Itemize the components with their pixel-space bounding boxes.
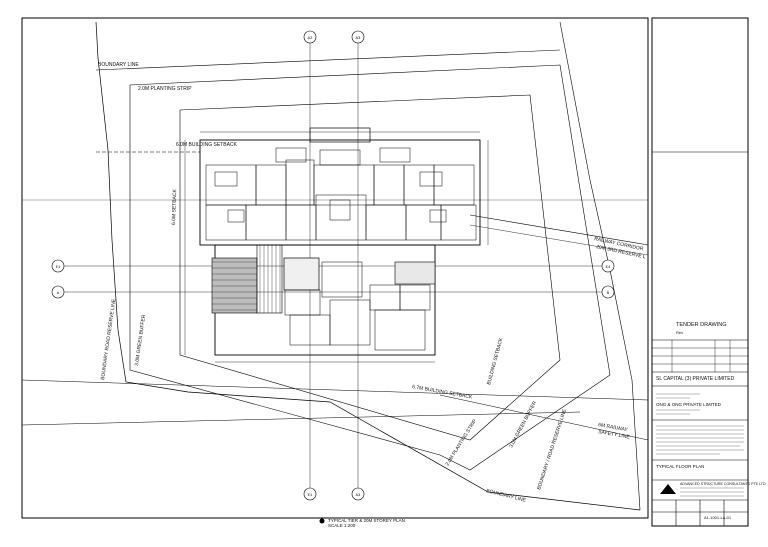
units-upper: [205, 147, 477, 241]
boundary-top: [95, 49, 561, 71]
grid-bubble-right-a-label: E4: [606, 266, 611, 270]
building-top-bay: [309, 127, 371, 143]
lift-lobby: [283, 257, 320, 291]
grid-bubble-left-a: [51, 259, 65, 273]
stair-right: [394, 261, 436, 285]
building-setback: [179, 94, 561, 441]
label-planting-strip-top: 2.0M PLANTING STRIP: [138, 86, 192, 92]
planting-strip: [129, 64, 611, 471]
building-upper-block: [199, 139, 481, 246]
label-railway-safety-2: SAFETY LINE: [598, 429, 631, 441]
grid-bubble-right-b-label: B: [607, 292, 610, 296]
bottom-road-line: [21, 379, 649, 401]
label-building-setback-bottom: 6.7M BUILDING SETBACK: [412, 384, 474, 401]
tb-architect: ONG & ONG PRIVATE LIMITED: [656, 402, 721, 407]
grid-bubble-bottom-a: [303, 487, 317, 501]
units-lower: [284, 261, 431, 351]
tb-drawing-title: TENDER DRAWING: [676, 322, 727, 328]
tb-drawing-name: TYPICAL FLOOR PLAN: [656, 464, 705, 469]
grid-bubble-right-a: [601, 259, 615, 273]
grid-bubble-right-b: [601, 285, 615, 299]
hatched-area: [211, 257, 258, 314]
tb-drawing-no: A1-1001-LA-01: [704, 515, 732, 520]
drawing-frame: [21, 17, 649, 519]
bottom-road-line-2: [21, 411, 581, 426]
label-boundary-road-bottom: BOUNDARY / ROAD RESERVE LINE: [536, 408, 568, 491]
label-building-setback-right: BUILDING SETBACK: [486, 337, 504, 386]
railway-safety-line: [439, 394, 649, 441]
grid-bubble-bottom-b: [351, 487, 365, 501]
grid-bubble-top-b: [351, 30, 365, 44]
grid-bubble-top-b-label: A3: [356, 37, 361, 41]
label-planting-strip-bottom: 2.0M PLANTING STRIP: [445, 418, 479, 467]
tb-client: SL CAPITAL (3) PRIVATE LIMITED: [656, 376, 735, 382]
grid-bubble-left-b-label: A: [57, 292, 60, 296]
label-setback-left: 6.0M SETBACK: [171, 188, 178, 225]
railway-line-1: [469, 214, 649, 246]
grid-bubble-left-b: [51, 285, 65, 299]
drawing-caption-scale: SCALE 1:200: [328, 523, 356, 528]
tb-consultant: ADVANCED STRUCTURE CONSULTANTS PTE LTD: [680, 482, 766, 486]
label-green-buffer-left: 3.0M GREEN BUFFER: [134, 314, 147, 366]
label-boundary-line-bottom: BOUNDARY LINE: [486, 488, 528, 504]
label-green-buffer-bottom: 3.0M GREEN BUFFER: [508, 400, 538, 449]
boundary-outline-left: [95, 21, 641, 511]
stair-core: [256, 244, 283, 314]
tb-drawing-sub: Rev: [676, 330, 684, 335]
drawing-caption-title: TYPICAL TIER & 20M STOREY PLAN: [328, 518, 405, 523]
grid-bubble-top-a-label: A2: [308, 37, 313, 41]
consultant-logo: [660, 484, 676, 494]
label-boundary-line-top: BOUNDARY LINE: [98, 62, 139, 68]
grid-bubble-left-a-label: E1: [56, 266, 61, 270]
drawing-caption: TYPICAL TIER & 20M STOREY PLAN SCALE 1:2…: [328, 518, 405, 528]
label-railway-safety-1: 6M RAILWAY: [598, 422, 629, 433]
caption-marker: [319, 518, 325, 524]
label-boundary-road-left: BOUNDARY ROAD RESERVE LINE: [100, 298, 117, 380]
grid-bubble-top-a: [303, 30, 317, 44]
grid-bubble-bottom-b-label: A3: [356, 494, 361, 498]
grid-bubble-bottom-a-label: E1: [308, 494, 313, 498]
railway-line-2: [469, 224, 649, 256]
label-building-setback-top: 6.0M BUILDING SETBACK: [176, 142, 238, 148]
